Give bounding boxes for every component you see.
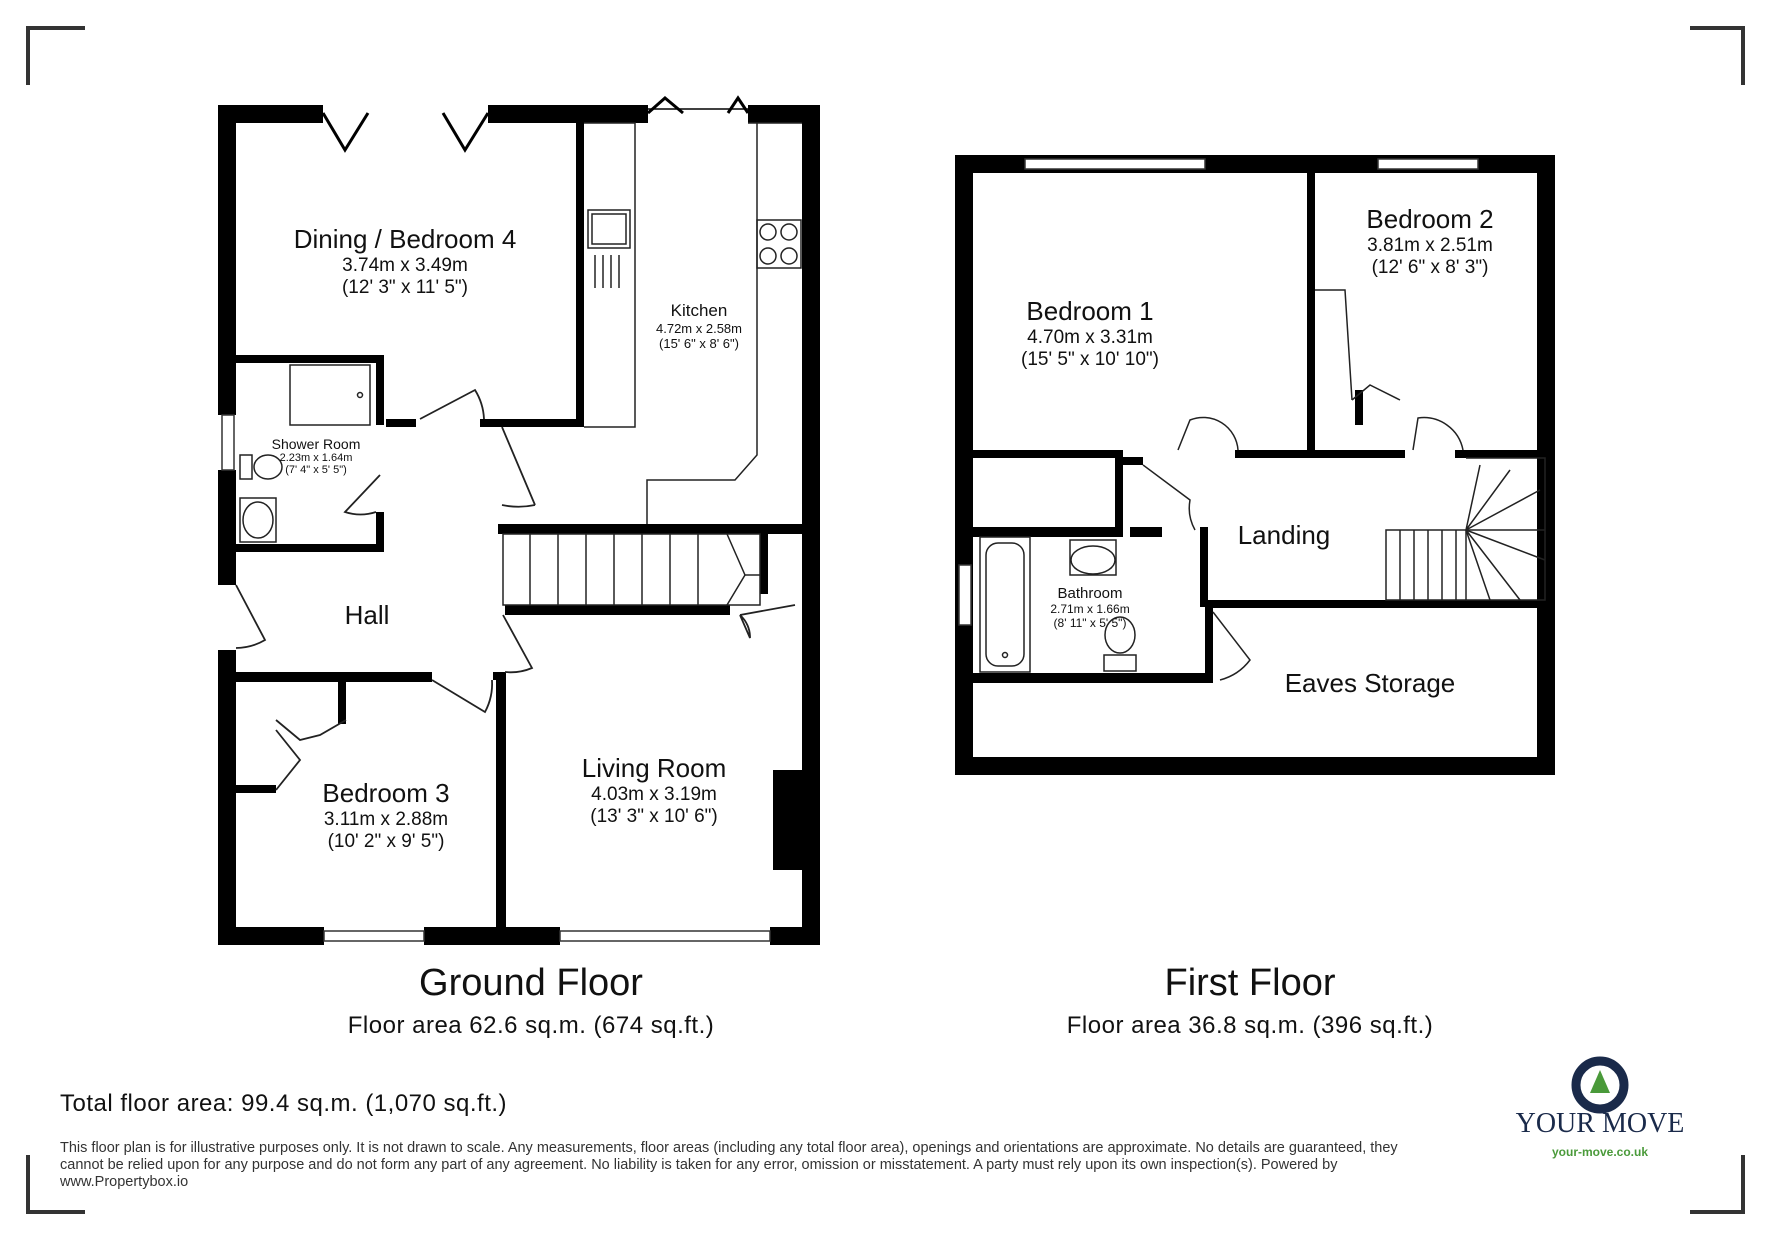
room-imperial: (10' 2" x 9' 5") bbox=[327, 831, 445, 852]
room-imperial: (12' 3" x 11' 5") bbox=[341, 277, 468, 298]
room-metric: 4.03m x 3.19m bbox=[591, 784, 717, 805]
room-metric: 4.70m x 3.31m bbox=[1027, 327, 1153, 348]
room-hall: Hall bbox=[344, 600, 390, 630]
room-kitchen: Kitchen 4.72m x 2.58m (15' 6" x 8' 6") bbox=[656, 301, 742, 351]
room-metric: 3.11m x 2.88m bbox=[323, 809, 449, 830]
room-landing: Landing bbox=[1237, 520, 1331, 550]
room-bedroom2: Bedroom 2 3.81m x 2.51m (12' 6" x 8' 3") bbox=[1366, 204, 1493, 279]
room-bedroom1: Bedroom 1 4.70m x 3.31m (15' 5" x 10' 10… bbox=[1021, 296, 1159, 371]
room-metric: 4.72m x 2.58m bbox=[656, 321, 742, 336]
disclaimer: This floor plan is for illustrative purp… bbox=[60, 1140, 1398, 1190]
crop-marks bbox=[26, 26, 1745, 1214]
ground-floor-title: Ground Floor bbox=[419, 962, 643, 1004]
room-name: Kitchen bbox=[670, 301, 728, 320]
room-name: Living Room bbox=[581, 753, 727, 783]
room-imperial: (13' 3" x 10' 6") bbox=[590, 806, 718, 827]
room-imperial: (7' 4" x 5' 5") bbox=[285, 464, 347, 476]
first-floor-plan bbox=[955, 155, 1555, 775]
room-imperial: (12' 6" x 8' 3") bbox=[1371, 257, 1489, 278]
room-living: Living Room 4.03m x 3.19m (13' 3" x 10' … bbox=[582, 753, 727, 828]
room-name: Bedroom 1 bbox=[1026, 296, 1154, 326]
room-bathroom: Bathroom 2.71m x 1.66m (8' 11" x 5' 5") bbox=[1050, 585, 1129, 630]
room-metric: 3.81m x 2.51m bbox=[1367, 235, 1493, 256]
ground-floor-plan bbox=[218, 95, 820, 945]
room-name: Shower Room bbox=[271, 436, 361, 452]
room-dining: Dining / Bedroom 4 3.74m x 3.49m (12' 3"… bbox=[294, 224, 517, 299]
room-name: Bedroom 3 bbox=[322, 778, 450, 808]
room-shower: Shower Room 2.23m x 1.64m (7' 4" x 5' 5"… bbox=[272, 436, 361, 476]
logo-name: YOUR MOVE bbox=[1515, 1108, 1685, 1139]
room-imperial: (15' 5" x 10' 10") bbox=[1021, 349, 1159, 370]
first-floor-title: First Floor bbox=[1164, 962, 1336, 1004]
ground-floor-area: Floor area 62.6 sq.m. (674 sq.ft.) bbox=[347, 1012, 715, 1039]
total-floor-area: Total floor area: 99.4 sq.m. (1,070 sq.f… bbox=[60, 1090, 508, 1117]
first-floor-area: Floor area 36.8 sq.m. (396 sq.ft.) bbox=[1066, 1012, 1434, 1039]
room-bedroom3: Bedroom 3 3.11m x 2.88m (10' 2" x 9' 5") bbox=[322, 778, 449, 853]
room-imperial: (8' 11" x 5' 5") bbox=[1053, 616, 1127, 630]
room-metric: 2.71m x 1.66m bbox=[1050, 602, 1130, 616]
room-metric: 3.74m x 3.49m bbox=[342, 255, 468, 276]
room-name: Bathroom bbox=[1057, 585, 1123, 602]
room-name: Bedroom 2 bbox=[1366, 204, 1494, 234]
room-name: Dining / Bedroom 4 bbox=[293, 224, 517, 254]
logo-url: your-move.co.uk bbox=[1551, 1145, 1649, 1159]
your-move-logo-icon bbox=[1571, 1056, 1629, 1114]
room-eaves: Eaves Storage bbox=[1284, 668, 1456, 698]
room-metric: 2.23m x 1.64m bbox=[279, 452, 353, 464]
room-imperial: (15' 6" x 8' 6") bbox=[659, 336, 739, 351]
